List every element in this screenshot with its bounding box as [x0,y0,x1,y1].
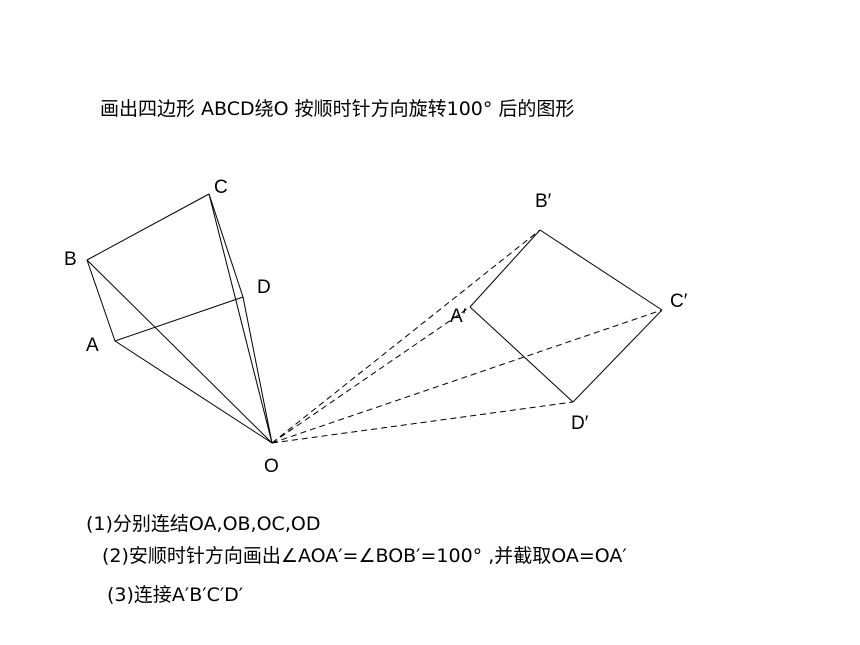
label-a: A [86,335,99,356]
label-a-prime: A′ [450,306,467,327]
segment-oa2-dashed [271,306,471,444]
segment-d2a2 [469,306,574,403]
segment-da [114,296,244,342]
label-c: C [214,177,228,198]
segment-od2-dashed [271,401,574,444]
step-2-text: (2)安顺时针方向画出∠AOA′=∠BOB′=100° ,并截取OA=OA′ [102,545,627,567]
label-b: B [64,249,77,270]
segment-bc [86,193,210,261]
segment-oc2-dashed [271,309,663,444]
segment-c2d2 [572,309,663,403]
segment-ob [86,259,273,444]
problem-title: 画出四边形 ABCD绕O 按顺时针方向旋转100° 后的图形 [100,98,575,120]
step-3-text: (3)连接A′B′C′D′ [107,584,244,606]
segment-oc [208,193,273,444]
segment-b2c2 [539,229,663,311]
label-c-prime: C′ [670,291,688,312]
label-o: O [264,456,279,477]
segment-cd [208,193,244,298]
segment-oa [114,340,273,444]
step-1-text: (1)分别连结OA,OB,OC,OD [86,513,321,535]
segment-ob2-dashed [271,229,541,444]
segment-a2b2 [469,229,541,308]
label-d-prime: D′ [571,413,589,434]
label-b-prime: B′ [535,191,552,212]
segment-od [242,296,273,444]
segment-ab [86,259,116,342]
label-d: D [257,277,271,298]
